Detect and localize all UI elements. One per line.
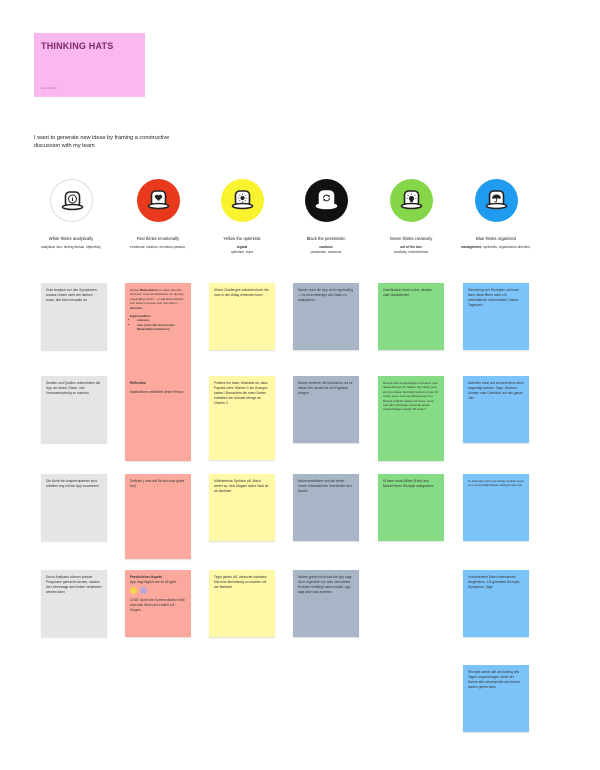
sticky-note-black-3[interactable]: Nutzeroberfläche und die vielen neuen In… xyxy=(293,474,359,541)
white-hat-circle xyxy=(50,179,93,222)
blue-hat-circle xyxy=(475,179,518,222)
green-hat-keyword-bold: out of the box xyxy=(400,245,422,249)
green-hat-title: Green thinks creatively xyxy=(389,236,433,241)
red-note-1-item-text: cuteness xyxy=(137,318,150,323)
cycle-icon xyxy=(315,190,338,210)
red-hat-circle xyxy=(137,179,180,222)
sticky-note-yellow-4[interactable]: Tipps geben zB. Versuche nächstes Mal ei… xyxy=(209,570,275,637)
sticky-note-white-3[interactable]: Die Ärzte die Ansprechpartner sind arbei… xyxy=(41,474,107,541)
sticky-note-blue-5[interactable]: Rezepte werde alle am Anfang des Tages v… xyxy=(463,665,529,732)
yellow-hat-keyword-rest: optimism, hope xyxy=(230,250,254,254)
black-hat-keyword-bold: cautious xyxy=(319,245,333,249)
blue-hat-keywords: management, synthesis, organization dire… xyxy=(453,245,539,250)
red-note-4-heading: Persönlicher Aspekt xyxy=(130,575,186,580)
green-hat-keyword-rest: creativity, inventiveness xyxy=(393,250,429,254)
yellow-hat-circle xyxy=(221,179,264,222)
sticky-note-white-4[interactable]: Durch Analysen können präzise Prognosen … xyxy=(41,570,107,637)
red-hat-title: Red thinks emotionally xyxy=(136,236,180,241)
yellow-hat-title: Yellow the optimistic xyxy=(223,236,261,241)
red-note-4-chat: CHAT: durch die Kommunikation fühlt man … xyxy=(130,598,185,612)
black-hat-title: Black the pessimistic xyxy=(306,236,346,241)
red-note-4-heading-text: Persönlicher Aspekt xyxy=(130,575,162,579)
red-note-1-list: cuteness cute ( man will sich um das Mas… xyxy=(130,318,186,331)
sticky-note-blue-1[interactable]: Sammlung von Rezepten und man kann diese… xyxy=(463,283,529,350)
red-hat-keywords: emotional, intuition, emotions passion, xyxy=(130,245,186,249)
sticky-note-yellow-2[interactable]: Positive fun facts: Wusstest du, dass Pa… xyxy=(209,376,275,460)
sticky-note-white-2[interactable]: Studien und Quellen unterstützen die App… xyxy=(41,376,107,443)
sticky-note-green-1[interactable]: Gamification durch coins, streaks oder M… xyxy=(378,283,444,350)
intro-text: I want to generate new ideas by framing … xyxy=(34,135,170,149)
smiley-face-icon xyxy=(130,587,137,594)
red-note-1-bold: Maskottchen xyxy=(139,288,158,292)
black-hat-keyword-rest: pessimism, soreness xyxy=(310,250,342,254)
sticky-note-red-3[interactable]: Selfcare ( man will für sich was gutes t… xyxy=(125,474,191,559)
sticky-note-green-2[interactable]: Rezept wird vorgeschlagen und wenn man d… xyxy=(378,376,444,461)
lightbulb-icon xyxy=(400,190,423,210)
sticky-note-blue-4[interactable]: Verschiedene Daten miteinander vergleich… xyxy=(463,570,529,637)
sticky-note-black-2[interactable]: Nutzer verlieren die Motivation, da es e… xyxy=(293,376,359,443)
board-title: THINKING HATS xyxy=(41,41,114,51)
sticky-note-black-4[interactable]: Nutzer glaubt nicht was die App sagt, da… xyxy=(293,570,359,637)
sticky-note-yellow-1[interactable]: Kleine Challenges zwischendurch die man … xyxy=(209,283,275,350)
red-note-1-text: kleines Maskottchen um dass man sich küm… xyxy=(130,288,186,310)
heart-icon xyxy=(147,190,170,210)
sticky-note-yellow-3[interactable]: Motivierende Sprüche zB. Mach weiter so,… xyxy=(209,474,275,541)
title-sticky[interactable]: THINKING HATS André Rock xyxy=(34,33,145,97)
sticky-note-blue-3[interactable]: Im Kalender sieht man farbig markiert wa… xyxy=(463,474,529,541)
board-author: André Rock xyxy=(41,86,57,90)
red-note-1-heading-text: Eigenschaften: xyxy=(130,314,151,319)
red-note-4-emoji-row xyxy=(130,587,186,595)
sticky-note-green-3[interactable]: KI kann durch Bilder (Foto) den Nutzer*i… xyxy=(378,474,444,541)
blue-hat-keyword-bold: management xyxy=(460,245,482,249)
red-note-2-heading-text: Reflection xyxy=(130,381,146,385)
sticky-note-red-2[interactable]: Reflection Maskottchen reflektiert deine… xyxy=(125,376,191,461)
red-note-1-pre: kleines xyxy=(130,288,139,292)
sun-icon xyxy=(231,190,254,210)
sticky-note-red-1[interactable]: kleines Maskottchen um dass man sich küm… xyxy=(125,283,191,376)
sticky-note-red-4[interactable]: Persönlicher Aspekt App fragt täglich wi… xyxy=(125,570,191,637)
red-note-1-rest: um dass man sich kümmern muss als Motiva… xyxy=(130,288,184,306)
white-hat-keywords: analytical, fact- finding factual, objec… xyxy=(40,245,102,249)
red-note-1-item: cute ( man will sich um das Maskottchen … xyxy=(137,323,186,332)
yellow-hat-keyword-bold: logical xyxy=(236,245,248,249)
red-note-4-text: App fragt täglich wie es dir geht xyxy=(130,580,176,584)
blue-hat-keyword-rest: , synthesis, organization direction, xyxy=(481,245,531,249)
red-note-1-heading: Eigenschaften: xyxy=(130,314,186,318)
sticky-note-blue-2[interactable]: Kalender kann auf verschiedene arten ang… xyxy=(463,376,529,443)
green-hat-circle xyxy=(390,179,433,222)
blue-hat-title: Blue thinks organized xyxy=(475,236,517,241)
red-note-1-item-text: cute ( man will sich um das Maskottchen … xyxy=(137,322,175,332)
red-note-2-heading: Reflection xyxy=(130,381,186,386)
info-icon xyxy=(61,191,84,211)
red-note-1-bold2: kümmert. xyxy=(130,305,144,310)
white-hat-title: White thinks analytically xyxy=(48,236,94,241)
sticky-note-white-1[interactable]: Gute Analyse von den Symptomen sodass Nu… xyxy=(41,283,107,350)
avatar-face-icon xyxy=(139,587,147,594)
sticky-note-black-1[interactable]: Nutzer nutzt die App nicht regelmäßig ->… xyxy=(293,283,359,350)
umbrella-icon xyxy=(485,190,508,210)
red-note-1-item: cuteness xyxy=(137,318,186,322)
red-note-2-text: Maskottchen reflektiert deine Person xyxy=(130,390,184,394)
black-hat-circle xyxy=(305,179,348,222)
